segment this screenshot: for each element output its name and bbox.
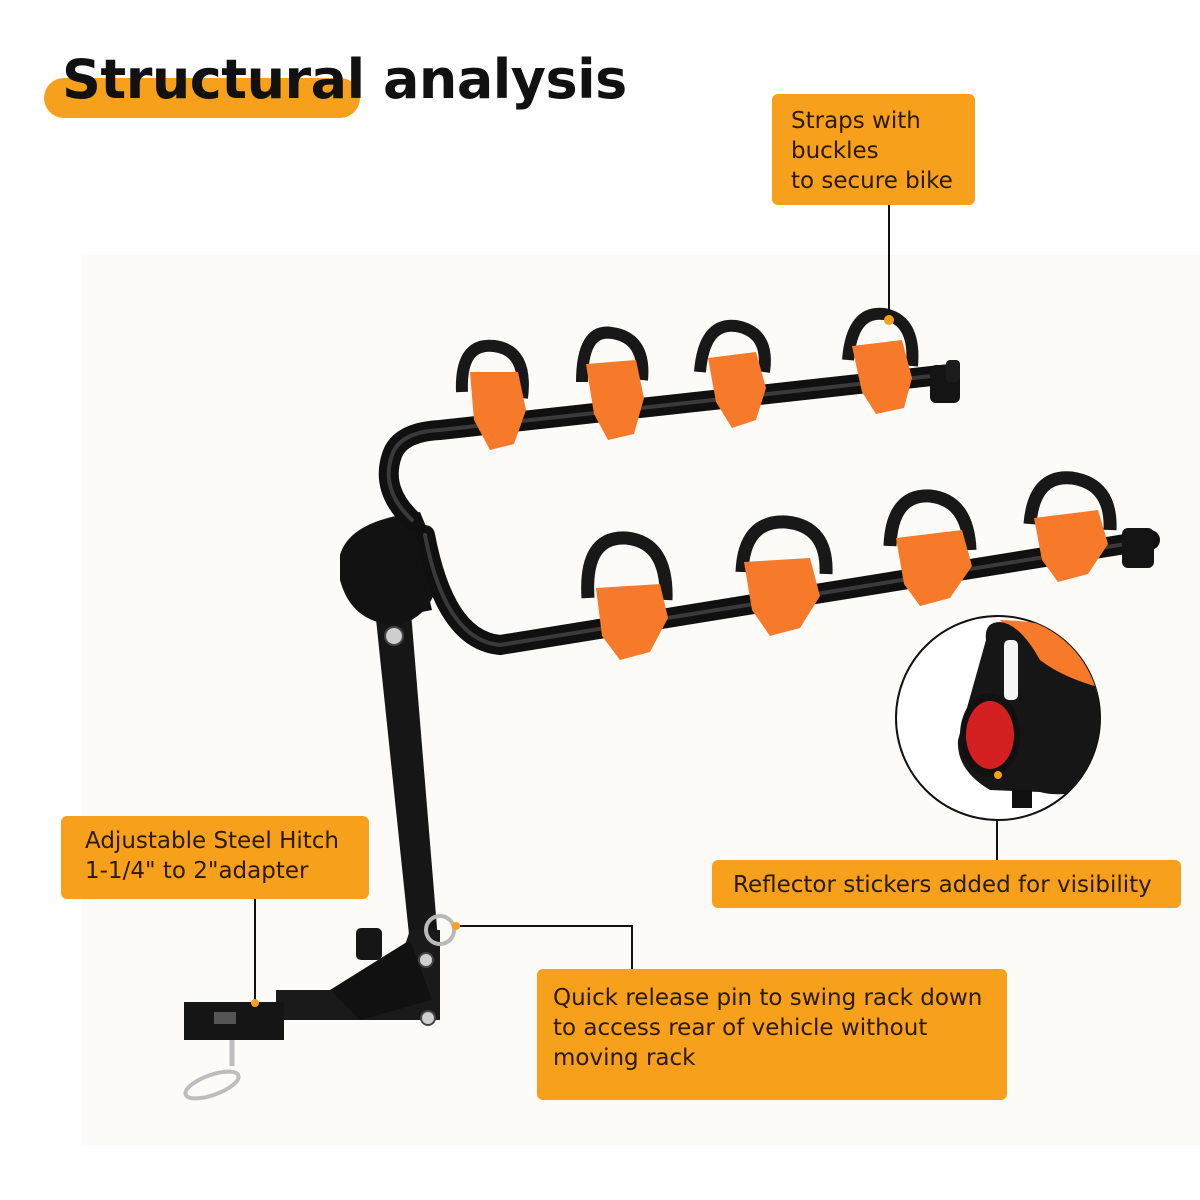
title-rest-word: analysis [382, 48, 627, 111]
strap-marker-dot [884, 315, 894, 325]
pivot-plate [340, 512, 440, 625]
cradle-strap [842, 307, 919, 414]
straps-callout: Straps with buckles to secure bike [772, 94, 975, 205]
cradle-strap [735, 515, 833, 636]
title-highlighted-word: Structural [62, 48, 365, 111]
upper-cradles [455, 307, 919, 450]
upper-arm [378, 364, 960, 530]
hitch-base [184, 928, 440, 1040]
cradle-strap [581, 531, 673, 660]
lower-arm-end-knob [1122, 528, 1154, 568]
title-highlight-bar [44, 78, 360, 118]
quick-release-pin-icon [424, 914, 460, 946]
lower-cradles [581, 471, 1117, 660]
hitch-marker-dot [251, 999, 259, 1007]
cradle-strap [455, 339, 529, 450]
cradle-strap [694, 319, 771, 428]
reflector-callout: Reflector stickers added for visibility [712, 860, 1181, 908]
cradle-strap [1023, 471, 1117, 582]
quick-release-pin-callout: Quick release pin to swing rack down to … [537, 969, 1007, 1100]
reflector-detail-icon [895, 615, 1101, 821]
hitch-callout: Adjustable Steel Hitch 1-1/4" to 2"adapt… [61, 816, 369, 899]
cradle-strap [883, 489, 977, 606]
lower-arm [415, 525, 1160, 656]
hitch-pin-clip-icon [183, 1040, 241, 1101]
cradle-strap [576, 326, 649, 440]
upper-arm-end-knob [930, 360, 960, 403]
page-title: Structural analysis [62, 48, 627, 112]
leader-lines [254, 205, 998, 1003]
